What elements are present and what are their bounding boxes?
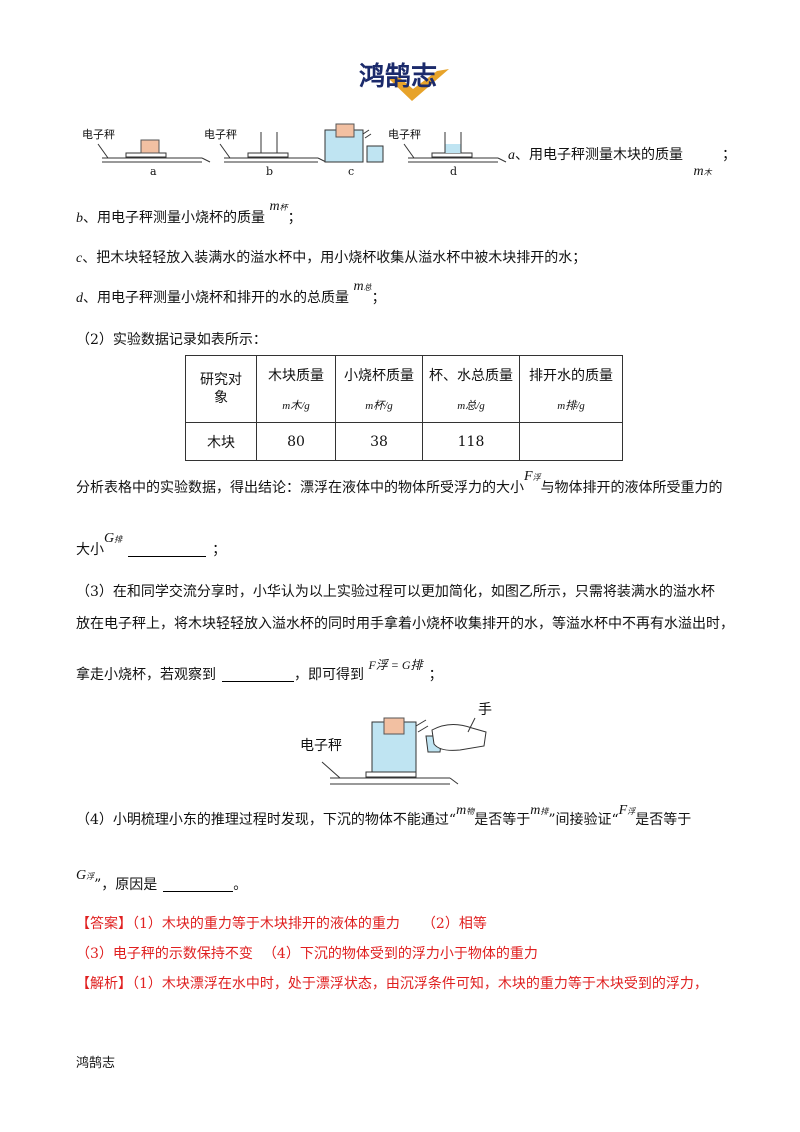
figure-yi: 电子秤 手 <box>300 700 500 792</box>
scale-label-b: 电子秤 <box>204 128 237 141</box>
blank-q2[interactable] <box>128 542 207 557</box>
answer-cell[interactable] <box>519 422 623 461</box>
blank-q3[interactable] <box>222 667 294 682</box>
q3-line3: 拿走小烧杯，若观察到，即可得到 F浮 = G排； <box>76 658 443 683</box>
q2-conclusion: 分析表格中的实验数据，得出结论：漂浮在液体中的物体所受浮力的大小F浮与物体排开的… <box>76 469 723 496</box>
step-b: b、用电子秤测量小烧杯的质量 m杯； <box>76 199 302 226</box>
blank-q4[interactable] <box>163 877 234 892</box>
caption-c: c <box>348 165 354 178</box>
caption-d: d <box>450 165 457 178</box>
analysis-tag: 【解析】 <box>76 976 132 992</box>
q4-line1: （4）小明梳理小东的推理过程时发现，下沉的物体不能通过“m物是否等于m排”间接验… <box>76 803 692 828</box>
logo-text: 鸿鹄志 <box>359 61 437 92</box>
answer-line2: （3）电子秤的示数保持不变（4）下沉的物体受到的浮力小于物体的重力 <box>76 946 538 962</box>
table-row: 木块 80 38 118 <box>185 422 623 461</box>
footer-text: 鸿鹄志 <box>76 1056 116 1071</box>
scale-label-yi: 电子秤 <box>300 738 342 754</box>
answer-line1: 【答案】（1）木块的重力等于木块排开的液体的重力（2）相等 <box>76 916 487 932</box>
step-c: c、把木块轻轻放入装满水的溢水杯中，用小烧杯收集从溢水杯中被木块排开的水； <box>76 250 587 266</box>
answer-tag: 【答案】 <box>76 916 132 932</box>
q4-line2: G浮”，原因是。 <box>76 868 248 893</box>
caption-a: a <box>150 165 157 178</box>
analysis-line: 【解析】（1）木块漂浮在水中时，处于漂浮状态，由沉浮条件可知，木块的重力等于木块… <box>76 976 708 992</box>
scale-label-a: 电子秤 <box>82 128 115 141</box>
q2-intro: （2）实验数据记录如表所示： <box>76 332 267 348</box>
figure-jia: 电子秤 a 电子秤 b c 电子秤 <box>78 120 508 180</box>
hand-label: 手 <box>478 702 492 718</box>
caption-b: b <box>266 165 273 178</box>
th-object: 研究对象 <box>185 355 257 423</box>
step-d: d、用电子秤测量小烧杯和排开的水的总质量 m总； <box>76 279 386 306</box>
step-a: a、用电子秤测量木块的质量 m木 ； <box>508 147 737 179</box>
q3-line1: （3）在和同学交流分享时，小华认为以上实验过程可以更加简化，如图乙所示，只需将装… <box>76 584 715 600</box>
logo: 鸿鹄志 <box>357 55 467 105</box>
scale-label-d: 电子秤 <box>388 128 421 141</box>
q2-conclusion-2: 大小G排； <box>76 531 227 558</box>
q3-line2: 放在电子秤上，将木块轻轻放入溢水杯的同时用手拿着小烧杯收集排开的水，等溢水杯中不… <box>76 616 734 632</box>
